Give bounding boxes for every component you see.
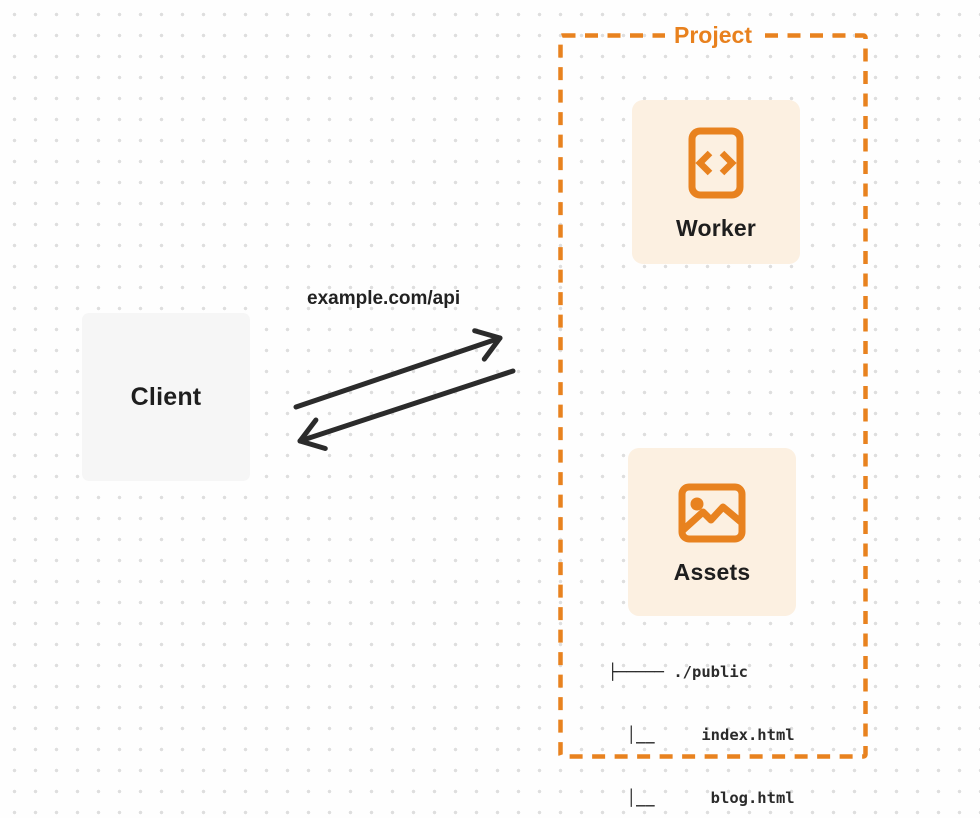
- assets-card: Assets: [628, 448, 796, 616]
- code-icon: [688, 127, 744, 199]
- tree-line-blog: │__ blog.html: [608, 789, 795, 807]
- request-url-label: example.com/api: [307, 288, 461, 309]
- worker-card: Worker: [632, 100, 800, 264]
- worker-label: Worker: [675, 215, 757, 241]
- response-arrow-icon: [297, 368, 516, 451]
- client-node: Client: [82, 313, 250, 481]
- image-icon: [678, 483, 746, 543]
- tree-line-public: ├───── ./public: [608, 663, 748, 681]
- file-tree: ├───── ./public │__ index.html │__ blog.…: [608, 620, 795, 818]
- assets-label: Assets: [673, 559, 751, 585]
- project-label: Project: [665, 21, 761, 49]
- client-label: Client: [130, 382, 202, 411]
- tree-line-index: │__ index.html: [608, 726, 795, 744]
- request-arrow-icon: [293, 328, 503, 410]
- project-dashed-border: [558, 33, 868, 759]
- project-container: Project: [558, 21, 868, 759]
